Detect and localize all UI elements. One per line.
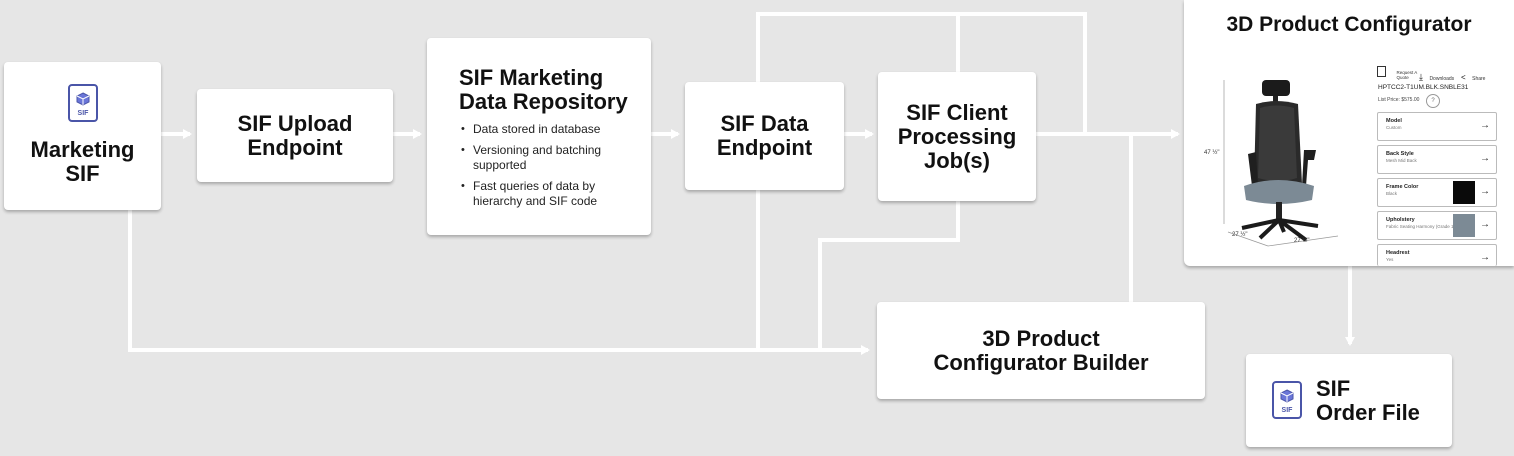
option-value: Mesh Mid Back bbox=[1386, 158, 1417, 163]
option-row-model[interactable]: Model Custom → bbox=[1377, 112, 1497, 141]
dim-height: 47 ½" bbox=[1204, 150, 1220, 156]
option-label: Frame Color bbox=[1386, 184, 1419, 190]
bullet-item: Data stored in database bbox=[459, 122, 629, 137]
share-label: Share bbox=[1472, 76, 1486, 82]
sif-file-icon: SIF bbox=[1272, 381, 1302, 419]
arrow-sif-to-builder bbox=[128, 210, 870, 355]
node-order-file: SIF SIF Order File bbox=[1246, 354, 1452, 447]
list-price: List Price: $575.00 bbox=[1378, 97, 1420, 103]
arrow-right-icon: → bbox=[1480, 219, 1490, 230]
option-row-upholstery[interactable]: Upholstery Fabric Seating Harmony (Grade… bbox=[1377, 211, 1497, 240]
node-data-repository: SIF Marketing Data Repository Data store… bbox=[427, 38, 651, 235]
sku-text: HPTCC2-T1UM.BLK.SNBLE31 bbox=[1378, 84, 1469, 91]
share-action[interactable]: < Share bbox=[1461, 67, 1485, 85]
sif-file-icon: SIF bbox=[68, 84, 98, 122]
upload-endpoint-title: SIF Upload Endpoint bbox=[237, 110, 353, 160]
option-label: Back Style bbox=[1386, 151, 1414, 157]
option-value: Yes bbox=[1386, 257, 1394, 262]
help-icon[interactable]: ? bbox=[1426, 94, 1440, 108]
option-label: Upholstery bbox=[1386, 217, 1415, 223]
order-file-title: SIF Order File bbox=[1316, 376, 1420, 425]
quote-icon bbox=[1377, 66, 1386, 77]
dim-width: 27 ½" bbox=[1294, 238, 1310, 244]
arrow-right-icon: → bbox=[1480, 252, 1490, 263]
bullet-item: Fast queries of data by hierarchy and SI… bbox=[459, 179, 629, 209]
share-icon: < bbox=[1461, 73, 1466, 82]
option-value: Black bbox=[1386, 191, 1398, 196]
arrow-right-icon: → bbox=[1480, 120, 1490, 131]
sif-icon-label: SIF bbox=[1281, 407, 1293, 414]
node-configurator-builder: 3D Product Configurator Builder bbox=[877, 302, 1205, 399]
data-endpoint-title: SIF Data Endpoint bbox=[716, 111, 813, 160]
option-row-back-style[interactable]: Back Style Mesh Mid Back → bbox=[1377, 145, 1497, 174]
option-value: Fabric Seating Harmony (Grade 1) bbox=[1386, 224, 1456, 229]
marketing-sif-title: Marketing SIF bbox=[30, 137, 135, 186]
bullet-item: Versioning and batching supported bbox=[459, 143, 629, 173]
chair-image bbox=[1223, 80, 1339, 247]
option-value: Custom bbox=[1386, 125, 1402, 130]
option-label: Headrest bbox=[1386, 250, 1410, 256]
option-label: Model bbox=[1386, 118, 1402, 124]
option-row-headrest[interactable]: Headrest Yes → bbox=[1377, 244, 1497, 266]
client-jobs-title: SIF Client Processing Job(s) bbox=[897, 99, 1017, 173]
request-quote-label: Request A Quote bbox=[1396, 70, 1417, 80]
node-client-processing-jobs: SIF Client Processing Job(s) bbox=[878, 72, 1036, 201]
node-data-endpoint: SIF Data Endpoint bbox=[685, 82, 844, 190]
node-upload-endpoint: SIF Upload Endpoint bbox=[197, 89, 393, 182]
option-row-frame-color[interactable]: Frame Color Black → bbox=[1377, 178, 1497, 207]
line-jobs-to-builder bbox=[818, 200, 960, 350]
arrow-right-icon: → bbox=[1480, 186, 1490, 197]
builder-title: 3D Product Configurator Builder bbox=[933, 325, 1149, 375]
dim-depth: 27 ½" bbox=[1232, 232, 1248, 238]
repository-title: SIF Marketing Data Repository bbox=[459, 65, 628, 114]
sif-icon-label: SIF bbox=[77, 110, 89, 117]
color-swatch bbox=[1453, 181, 1475, 204]
color-swatch bbox=[1453, 214, 1475, 237]
download-icon: ⤓ bbox=[1419, 72, 1423, 82]
node-marketing-sif: SIF Marketing SIF bbox=[4, 62, 161, 210]
repository-bullets: Data stored in database Versioning and b… bbox=[459, 122, 629, 215]
downloads-label: Downloads bbox=[1429, 76, 1455, 82]
configurator-title: 3D Product Configurator bbox=[1226, 13, 1472, 36]
downloads-action[interactable]: ⤓ Downloads bbox=[1419, 67, 1454, 85]
request-quote-action[interactable]: Request A Quote bbox=[1377, 66, 1420, 84]
arrow-right-icon: → bbox=[1480, 153, 1490, 164]
